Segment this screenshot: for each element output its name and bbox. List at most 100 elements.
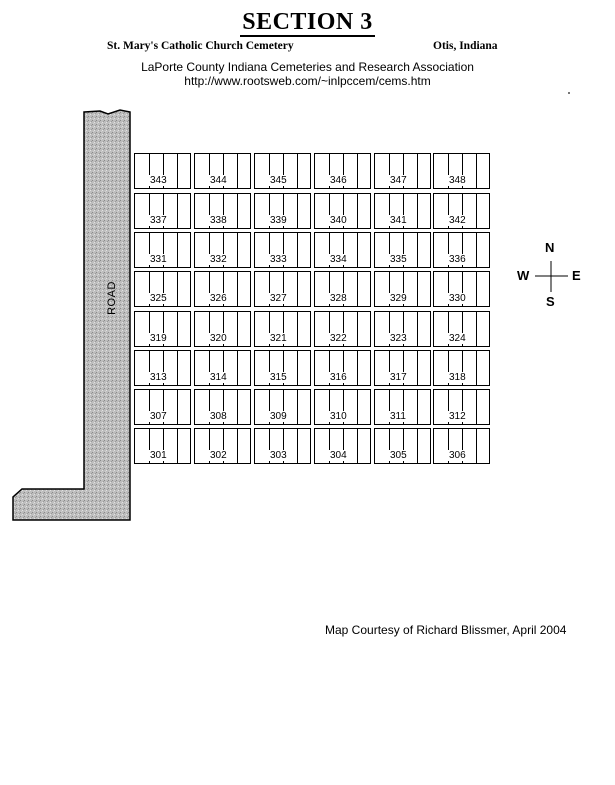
plot-divider (462, 390, 463, 424)
plot-301[interactable]: 301 (134, 428, 191, 464)
plot-number: 309 (269, 411, 288, 422)
plot-335[interactable]: 335 (374, 232, 431, 268)
plot-divider (283, 272, 284, 306)
plot-divider (209, 351, 210, 385)
plot-336[interactable]: 336 (433, 232, 490, 268)
plot-divider (283, 390, 284, 424)
plot-number: 313 (149, 372, 168, 383)
plot-divider (163, 351, 164, 385)
plot-340[interactable]: 340 (314, 193, 371, 229)
plot-326[interactable]: 326 (194, 271, 251, 307)
plot-number: 338 (209, 215, 228, 226)
plot-330[interactable]: 330 (433, 271, 490, 307)
plot-number: 340 (329, 215, 348, 226)
plot-divider (177, 272, 178, 306)
plot-311[interactable]: 311 (374, 389, 431, 425)
plot-341[interactable]: 341 (374, 193, 431, 229)
plot-number: 311 (389, 411, 407, 422)
plot-divider (389, 233, 390, 267)
plot-310[interactable]: 310 (314, 389, 371, 425)
association-url[interactable]: http://www.rootsweb.com/~inlpccem/cems.h… (184, 74, 431, 88)
plot-337[interactable]: 337 (134, 193, 191, 229)
plot-312[interactable]: 312 (433, 389, 490, 425)
plot-divider (237, 272, 238, 306)
plot-338[interactable]: 338 (194, 193, 251, 229)
plot-number: 327 (269, 293, 288, 304)
plot-divider (448, 351, 449, 385)
plot-331[interactable]: 331 (134, 232, 191, 268)
plot-divider (177, 154, 178, 188)
plot-333[interactable]: 333 (254, 232, 311, 268)
plot-number: 323 (389, 333, 408, 344)
plot-324[interactable]: 324 (433, 311, 490, 347)
plot-divider (357, 154, 358, 188)
plot-316[interactable]: 316 (314, 350, 371, 386)
plot-divider (329, 272, 330, 306)
plot-344[interactable]: 344 (194, 153, 251, 189)
plot-divider (163, 312, 164, 346)
plot-divider (237, 194, 238, 228)
plot-321[interactable]: 321 (254, 311, 311, 347)
plot-309[interactable]: 309 (254, 389, 311, 425)
plot-number: 322 (329, 333, 348, 344)
plot-divider (297, 194, 298, 228)
plot-323[interactable]: 323 (374, 311, 431, 347)
plot-304[interactable]: 304 (314, 428, 371, 464)
plot-number: 318 (448, 372, 467, 383)
plot-343[interactable]: 343 (134, 153, 191, 189)
plot-345[interactable]: 345 (254, 153, 311, 189)
plot-347[interactable]: 347 (374, 153, 431, 189)
plot-divider (462, 351, 463, 385)
plot-divider (462, 312, 463, 346)
plot-divider (177, 429, 178, 463)
plot-divider (448, 154, 449, 188)
plot-divider (462, 154, 463, 188)
plot-divider (448, 272, 449, 306)
cemetery-name: St. Mary's Catholic Church Cemetery (107, 40, 294, 52)
plot-divider (269, 272, 270, 306)
plot-320[interactable]: 320 (194, 311, 251, 347)
plot-number: 331 (149, 254, 168, 265)
plot-315[interactable]: 315 (254, 350, 311, 386)
plot-303[interactable]: 303 (254, 428, 311, 464)
plot-divider (343, 390, 344, 424)
plot-divider (343, 194, 344, 228)
plot-divider (223, 390, 224, 424)
plot-divider (269, 194, 270, 228)
plot-305[interactable]: 305 (374, 428, 431, 464)
plot-314[interactable]: 314 (194, 350, 251, 386)
plot-divider (357, 272, 358, 306)
plot-342[interactable]: 342 (433, 193, 490, 229)
plot-325[interactable]: 325 (134, 271, 191, 307)
association-name: LaPorte County Indiana Cemeteries and Re… (141, 60, 474, 74)
plot-divider (343, 351, 344, 385)
plot-divider (343, 154, 344, 188)
plot-313[interactable]: 313 (134, 350, 191, 386)
plot-322[interactable]: 322 (314, 311, 371, 347)
plot-302[interactable]: 302 (194, 428, 251, 464)
plot-328[interactable]: 328 (314, 271, 371, 307)
plot-306[interactable]: 306 (433, 428, 490, 464)
plot-346[interactable]: 346 (314, 153, 371, 189)
plot-divider (269, 390, 270, 424)
plot-334[interactable]: 334 (314, 232, 371, 268)
plot-327[interactable]: 327 (254, 271, 311, 307)
plot-divider (357, 312, 358, 346)
plot-divider (297, 390, 298, 424)
scan-speck (568, 92, 570, 94)
plot-divider (343, 272, 344, 306)
plot-divider (329, 429, 330, 463)
plot-332[interactable]: 332 (194, 232, 251, 268)
plot-divider (223, 233, 224, 267)
plot-318[interactable]: 318 (433, 350, 490, 386)
plot-329[interactable]: 329 (374, 271, 431, 307)
plot-number: 314 (209, 372, 228, 383)
plot-divider (357, 233, 358, 267)
plot-348[interactable]: 348 (433, 153, 490, 189)
plot-307[interactable]: 307 (134, 389, 191, 425)
plot-339[interactable]: 339 (254, 193, 311, 229)
plot-319[interactable]: 319 (134, 311, 191, 347)
plot-308[interactable]: 308 (194, 389, 251, 425)
plot-317[interactable]: 317 (374, 350, 431, 386)
plot-divider (297, 312, 298, 346)
